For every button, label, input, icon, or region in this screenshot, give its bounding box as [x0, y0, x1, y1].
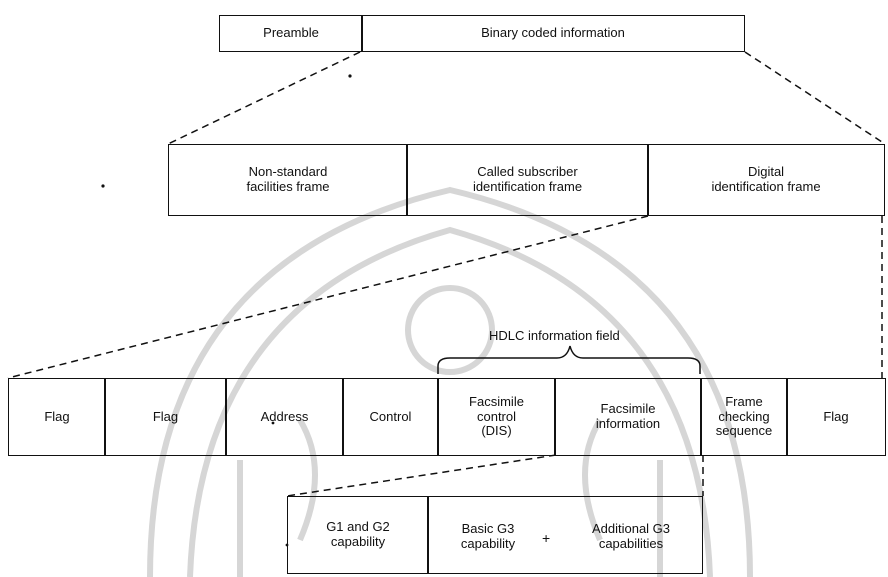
connector-binary-left	[167, 51, 361, 145]
basic-g3-capability-label: Basic G3 capability	[460, 521, 516, 551]
stray-dot	[271, 421, 275, 425]
additional-g3-capabilities-label: Additional G3 capabilities	[591, 521, 671, 551]
preamble-box: Preamble	[219, 15, 363, 52]
flag-cell-2: Flag	[104, 378, 227, 456]
facsimile-information-label: Facsimile information	[595, 401, 661, 431]
non-standard-facilities-frame-box: Non-standard facilities frame	[168, 144, 408, 216]
flag-cell-3: Flag	[786, 378, 886, 456]
address-cell: Address	[225, 378, 344, 456]
binary-coded-information-label: Binary coded information	[481, 25, 625, 41]
frame-checking-sequence-label: Frame checking sequence	[715, 393, 773, 439]
facsimile-control-dis-label: Facsimile control (DIS)	[469, 393, 524, 439]
connector-binary-right	[744, 51, 886, 145]
preamble-label: Preamble	[263, 25, 319, 41]
connector-hdlc-left	[286, 454, 557, 497]
control-label: Control	[369, 408, 412, 424]
watermark-flames	[297, 418, 603, 542]
watermark-sun	[405, 285, 495, 375]
digital-identification-frame-label: Digital identification frame	[711, 164, 821, 194]
connector-dis-left	[7, 215, 649, 379]
non-standard-facilities-frame-label: Non-standard facilities frame	[246, 164, 330, 194]
address-label: Address	[260, 408, 309, 424]
g1-g2-capability-box: G1 and G2 capability	[287, 496, 429, 574]
stray-dot	[101, 184, 105, 188]
facsimile-control-dis-cell: Facsimile control (DIS)	[437, 378, 556, 456]
hdlc-brace	[437, 345, 701, 374]
digital-identification-frame-box: Digital identification frame	[647, 144, 885, 216]
called-subscriber-identification-frame-label: Called subscriber identification frame	[472, 164, 583, 194]
facsimile-information-cell: Facsimile information	[554, 378, 702, 456]
stray-dot	[348, 74, 352, 78]
hdlc-information-field-label: HDLC information field	[489, 328, 620, 343]
flag-cell-1: Flag	[8, 378, 106, 456]
flag-label: Flag	[152, 408, 179, 424]
binary-coded-information-box: Binary coded information	[361, 15, 745, 52]
control-cell: Control	[342, 378, 439, 456]
frame-checking-sequence-cell: Frame checking sequence	[700, 378, 788, 456]
called-subscriber-identification-frame-box: Called subscriber identification frame	[406, 144, 649, 216]
g3-capabilities-box	[427, 496, 703, 574]
watermark-pillars	[237, 460, 663, 577]
flag-label: Flag	[44, 408, 70, 424]
watermark-arch	[187, 226, 713, 577]
plus-sign: +	[542, 530, 551, 546]
watermark-outer-arch	[147, 186, 753, 577]
flag-label: Flag	[823, 408, 849, 424]
g1-g2-capability-label: G1 and G2 capability	[326, 519, 390, 549]
